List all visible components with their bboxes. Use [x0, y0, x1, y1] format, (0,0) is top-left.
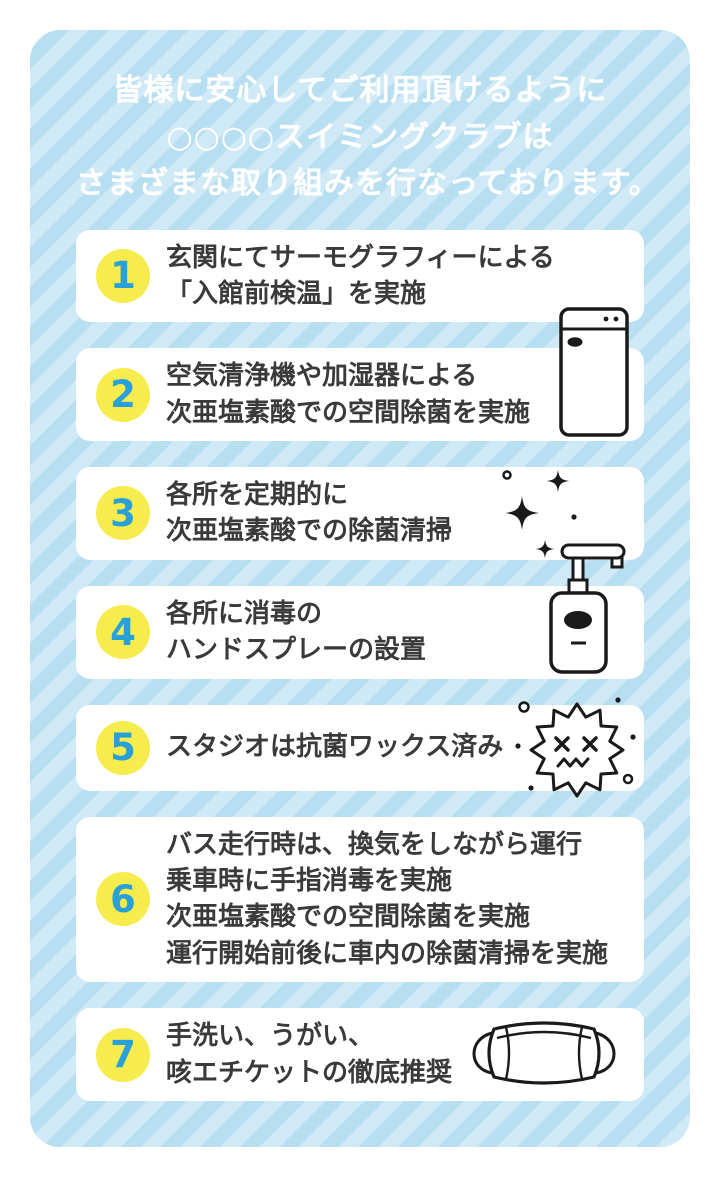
item-6-line-2: 乗車時に手指消毒を実施 [166, 866, 453, 897]
item-3-text: 各所を定期的に 次亜塩素酸での除菌清掃 [166, 477, 452, 550]
item-7-line-2: 咳エチケットの徹底推奨 [166, 1057, 453, 1088]
item-1-number-badge: 1 [96, 248, 150, 303]
air-purifier-icon [558, 306, 630, 438]
measure-card-5: 5 スタジオは抗菌ワックス済み [76, 697, 644, 798]
item-3-number-badge: 3 [96, 486, 150, 541]
spray-bottle-icon [548, 540, 628, 676]
item-6-line-4: 運行開始前後に車内の除菌清掃を実施 [166, 938, 609, 969]
item-4-number-badge: 4 [96, 605, 150, 660]
germ-icon [514, 691, 638, 805]
poster-background: 皆様に安心してご利用頂けるように ○○○○スイミングクラブは さまざまな取り組み… [30, 30, 690, 1147]
item-1-line-1: 玄関にてサーモグラフィーによる [166, 242, 555, 273]
item-7-number-badge: 7 [96, 1027, 150, 1082]
item-1-line-2: 「入館前検温」を実施 [166, 278, 427, 309]
mask-icon [466, 1013, 622, 1097]
measure-card-2: 2 空気清浄機や加湿器による 次亜塩素酸での空間除菌を実施 [76, 307, 644, 442]
poster-title: 皆様に安心してご利用頂けるように ○○○○スイミングクラブは さまざまな取り組み… [76, 68, 660, 208]
item-4-line-1: 各所に消毒の [166, 598, 323, 629]
item-4-text: 各所に消毒の ハンドスプレーの設置 [166, 596, 426, 669]
item-7-line-1: 手洗い、うがい、 [166, 1021, 375, 1052]
item-6-text: バス走行時は、換気をしながら運行 乗車時に手指消毒を実施 次亜塩素酸での空間除菌… [166, 827, 608, 973]
item-2-line-1: 空気清浄機や加湿器による [166, 361, 478, 392]
item-1-text: 玄関にてサーモグラフィーによる 「入館前検温」を実施 [166, 240, 555, 313]
item-6-line-1: バス走行時は、換気をしながら運行 [166, 829, 583, 860]
item-5-text: スタジオは抗菌ワックス済み [166, 729, 503, 765]
item-7-text: 手洗い、うがい、 咳エチケットの徹底推奨 [166, 1018, 452, 1091]
item-6-line-3: 次亜塩素酸での空間除菌を実施 [166, 902, 531, 933]
item-6-number-badge: 6 [96, 872, 150, 927]
title-line-3: さまざまな取り組みを行なっております。 [76, 166, 660, 201]
item-2-line-2: 次亜塩素酸での空間除菌を実施 [166, 397, 531, 428]
measure-card-1: 1 玄関にてサーモグラフィーによる 「入館前検温」を実施 [76, 229, 644, 323]
item-5-number-badge: 5 [96, 720, 150, 775]
measure-card-6: 6 バス走行時は、換気をしながら運行 乗車時に手指消毒を実施 次亜塩素酸での空間… [76, 816, 644, 983]
measure-card-4: 4 各所に消毒の ハンドスプレーの設置 [76, 543, 644, 679]
item-5-line-1: スタジオは抗菌ワックス済み [166, 732, 504, 763]
measure-card-3: 3 各所を定期的に 次亜塩素酸での除菌清掃 [76, 467, 644, 560]
title-line-1: 皆様に安心してご利用頂けるように [112, 73, 608, 108]
item-2-text: 空気清浄機や加湿器による 次亜塩素酸での空間除菌を実施 [166, 358, 530, 431]
sparkles-icon [498, 461, 582, 565]
item-3-line-2: 次亜塩素酸での除菌清掃 [166, 516, 453, 547]
item-2-number-badge: 2 [96, 367, 150, 422]
measure-card-7: 7 手洗い、うがい、 咳エチケットの徹底推奨 [76, 1008, 644, 1101]
item-4-line-2: ハンドスプレーの設置 [166, 635, 427, 666]
item-3-line-1: 各所を定期的に [166, 480, 349, 511]
title-line-2: ○○○○スイミングクラブは [166, 119, 554, 155]
